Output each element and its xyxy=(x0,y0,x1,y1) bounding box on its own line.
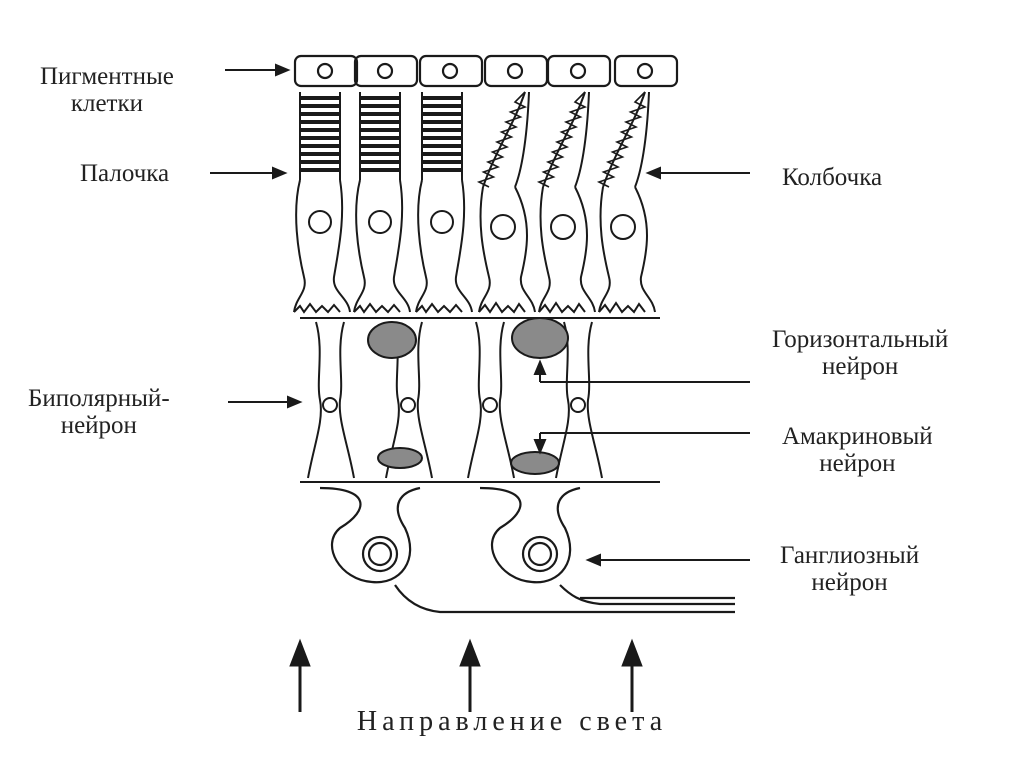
pigment-cell-row xyxy=(293,54,679,88)
bipolar-neuron-nucleus-1 xyxy=(322,397,338,413)
cone-body-3 xyxy=(598,186,656,313)
bipolar-neuron-nucleus-2 xyxy=(400,397,416,413)
pigment-cell-nucleus-1 xyxy=(316,62,334,80)
rod-synapse-1 xyxy=(293,302,341,314)
cone-nucleus-2 xyxy=(550,214,576,240)
rod-cells xyxy=(293,92,473,314)
pigment-arrow-head xyxy=(275,63,291,77)
cone-synapse-2 xyxy=(538,301,586,314)
pigment-cell-6 xyxy=(613,54,679,88)
pigment-cell-nucleus-5 xyxy=(569,62,587,80)
ganglion-neuron-nucleus-1 xyxy=(361,535,399,573)
pigment-cell-nucleus-6 xyxy=(636,62,654,80)
cone-nucleus-3 xyxy=(610,214,636,240)
pigment-cell-nucleus-4 xyxy=(506,62,524,80)
cone-inner-edge-1 xyxy=(514,91,530,188)
label-cone: Колбочка xyxy=(782,164,883,191)
bipolar-arrow-head xyxy=(287,395,303,409)
ganglion-neuron-inner-1 xyxy=(367,541,393,567)
amacrine-neuron-shape-1 xyxy=(377,447,423,469)
label-amacrine-neuron: Амакриновый нейрон xyxy=(782,423,933,477)
amacrine-neuron-shape-2 xyxy=(510,451,560,475)
cone-lamellae-3 xyxy=(596,91,648,188)
rod-synapse-3 xyxy=(415,302,463,314)
cone-cells xyxy=(476,91,656,314)
label-bipolar-line1: Биполярный- xyxy=(28,385,170,412)
cone-synapse-3 xyxy=(598,301,646,314)
rod-discs-2 xyxy=(360,96,400,172)
cone-outer-edge-3 xyxy=(602,91,646,188)
pigment-cell-4 xyxy=(483,54,549,88)
rod-body-1 xyxy=(293,179,351,313)
label-bipolar-line2: нейрон xyxy=(60,412,137,439)
horizontal-neuron-shape-1 xyxy=(367,321,417,359)
bipolar-neuron-body-4 xyxy=(555,321,603,479)
cone-arrow-head xyxy=(645,166,661,180)
pigment-cell-3 xyxy=(418,54,484,88)
bipolar-neuron-body-1 xyxy=(307,321,355,479)
label-pointer-arrows xyxy=(210,63,750,567)
cone-synapse-1 xyxy=(478,301,526,314)
rod-nucleus-3 xyxy=(430,210,454,234)
ganglion-arrow-head xyxy=(585,553,601,567)
bipolar-neuron-body-3 xyxy=(467,321,515,479)
label-pigment-line1: Пигментные xyxy=(40,63,174,90)
label-rod: Палочка xyxy=(80,160,170,187)
ganglion-neuron-inner-2 xyxy=(527,541,553,567)
ganglion-neuron-body-1 xyxy=(319,486,421,584)
cone-outer-edge-2 xyxy=(542,91,586,188)
cone-nucleus-1 xyxy=(490,214,516,240)
ganglion-neurons xyxy=(319,486,735,614)
label-amacrine-line2: нейрон xyxy=(819,450,896,477)
label-bipolar-neuron: Биполярный- нейрон xyxy=(28,385,170,439)
label-pigment-cells: Пигментные клетки xyxy=(40,63,174,117)
cone-lamellae-1 xyxy=(476,91,528,188)
label-horizontal-neuron: Горизонтальный нейрон xyxy=(772,326,948,380)
pigment-cell-2 xyxy=(353,54,419,88)
pigment-cell-nucleus-3 xyxy=(441,62,459,80)
rod-body-2 xyxy=(353,179,411,313)
light-direction-arrows xyxy=(289,638,643,712)
rod-arrow-head xyxy=(272,166,288,180)
label-ganglion-neuron: Ганглиозный нейрон xyxy=(780,542,919,596)
ganglion-axon-2 xyxy=(559,584,735,606)
cone-body-2 xyxy=(538,186,596,313)
bipolar-neuron-nucleus-3 xyxy=(482,397,498,413)
horizontal-neuron-shapes xyxy=(367,317,569,359)
label-amacrine-line1: Амакриновый xyxy=(782,423,933,450)
label-light-direction: Направление света xyxy=(356,706,668,737)
ganglion-axon-1 xyxy=(394,584,735,614)
light-arrow-head-3 xyxy=(621,638,643,667)
rod-nucleus-1 xyxy=(308,210,332,234)
bipolar-neuron-nucleus-4 xyxy=(570,397,586,413)
cone-body-1 xyxy=(478,186,536,313)
label-horizontal-line2: нейрон xyxy=(822,353,899,380)
horizontal-arrow-head xyxy=(533,359,547,375)
rod-discs-3 xyxy=(422,96,462,172)
amacrine-arrow-head xyxy=(533,439,547,455)
rod-nucleus-2 xyxy=(368,210,392,234)
cone-inner-edge-2 xyxy=(574,91,590,188)
label-ganglion-line1: Ганглиозный xyxy=(780,542,920,569)
label-pigment-line2: клетки xyxy=(70,90,144,117)
bipolar-neurons xyxy=(300,317,660,483)
pigment-cell-nucleus-2 xyxy=(376,62,394,80)
rod-synapse-2 xyxy=(353,302,401,314)
cone-lamellae-2 xyxy=(536,91,588,188)
pigment-cell-1 xyxy=(293,54,359,88)
rod-discs-1 xyxy=(300,96,340,172)
cone-inner-edge-3 xyxy=(634,91,650,188)
label-horizontal-line1: Горизонтальный xyxy=(772,326,949,353)
light-arrow-head-2 xyxy=(459,638,481,667)
label-ganglion-line2: нейрон xyxy=(811,569,888,596)
ganglion-neuron-nucleus-2 xyxy=(521,535,559,573)
light-arrow-head-1 xyxy=(289,638,311,667)
cone-outer-edge-1 xyxy=(482,91,526,188)
rod-body-3 xyxy=(415,179,473,313)
pigment-cell-5 xyxy=(546,54,612,88)
ganglion-neuron-body-2 xyxy=(479,486,581,584)
horizontal-neuron-shape-2 xyxy=(511,317,569,359)
amacrine-neuron-shapes xyxy=(377,447,560,475)
